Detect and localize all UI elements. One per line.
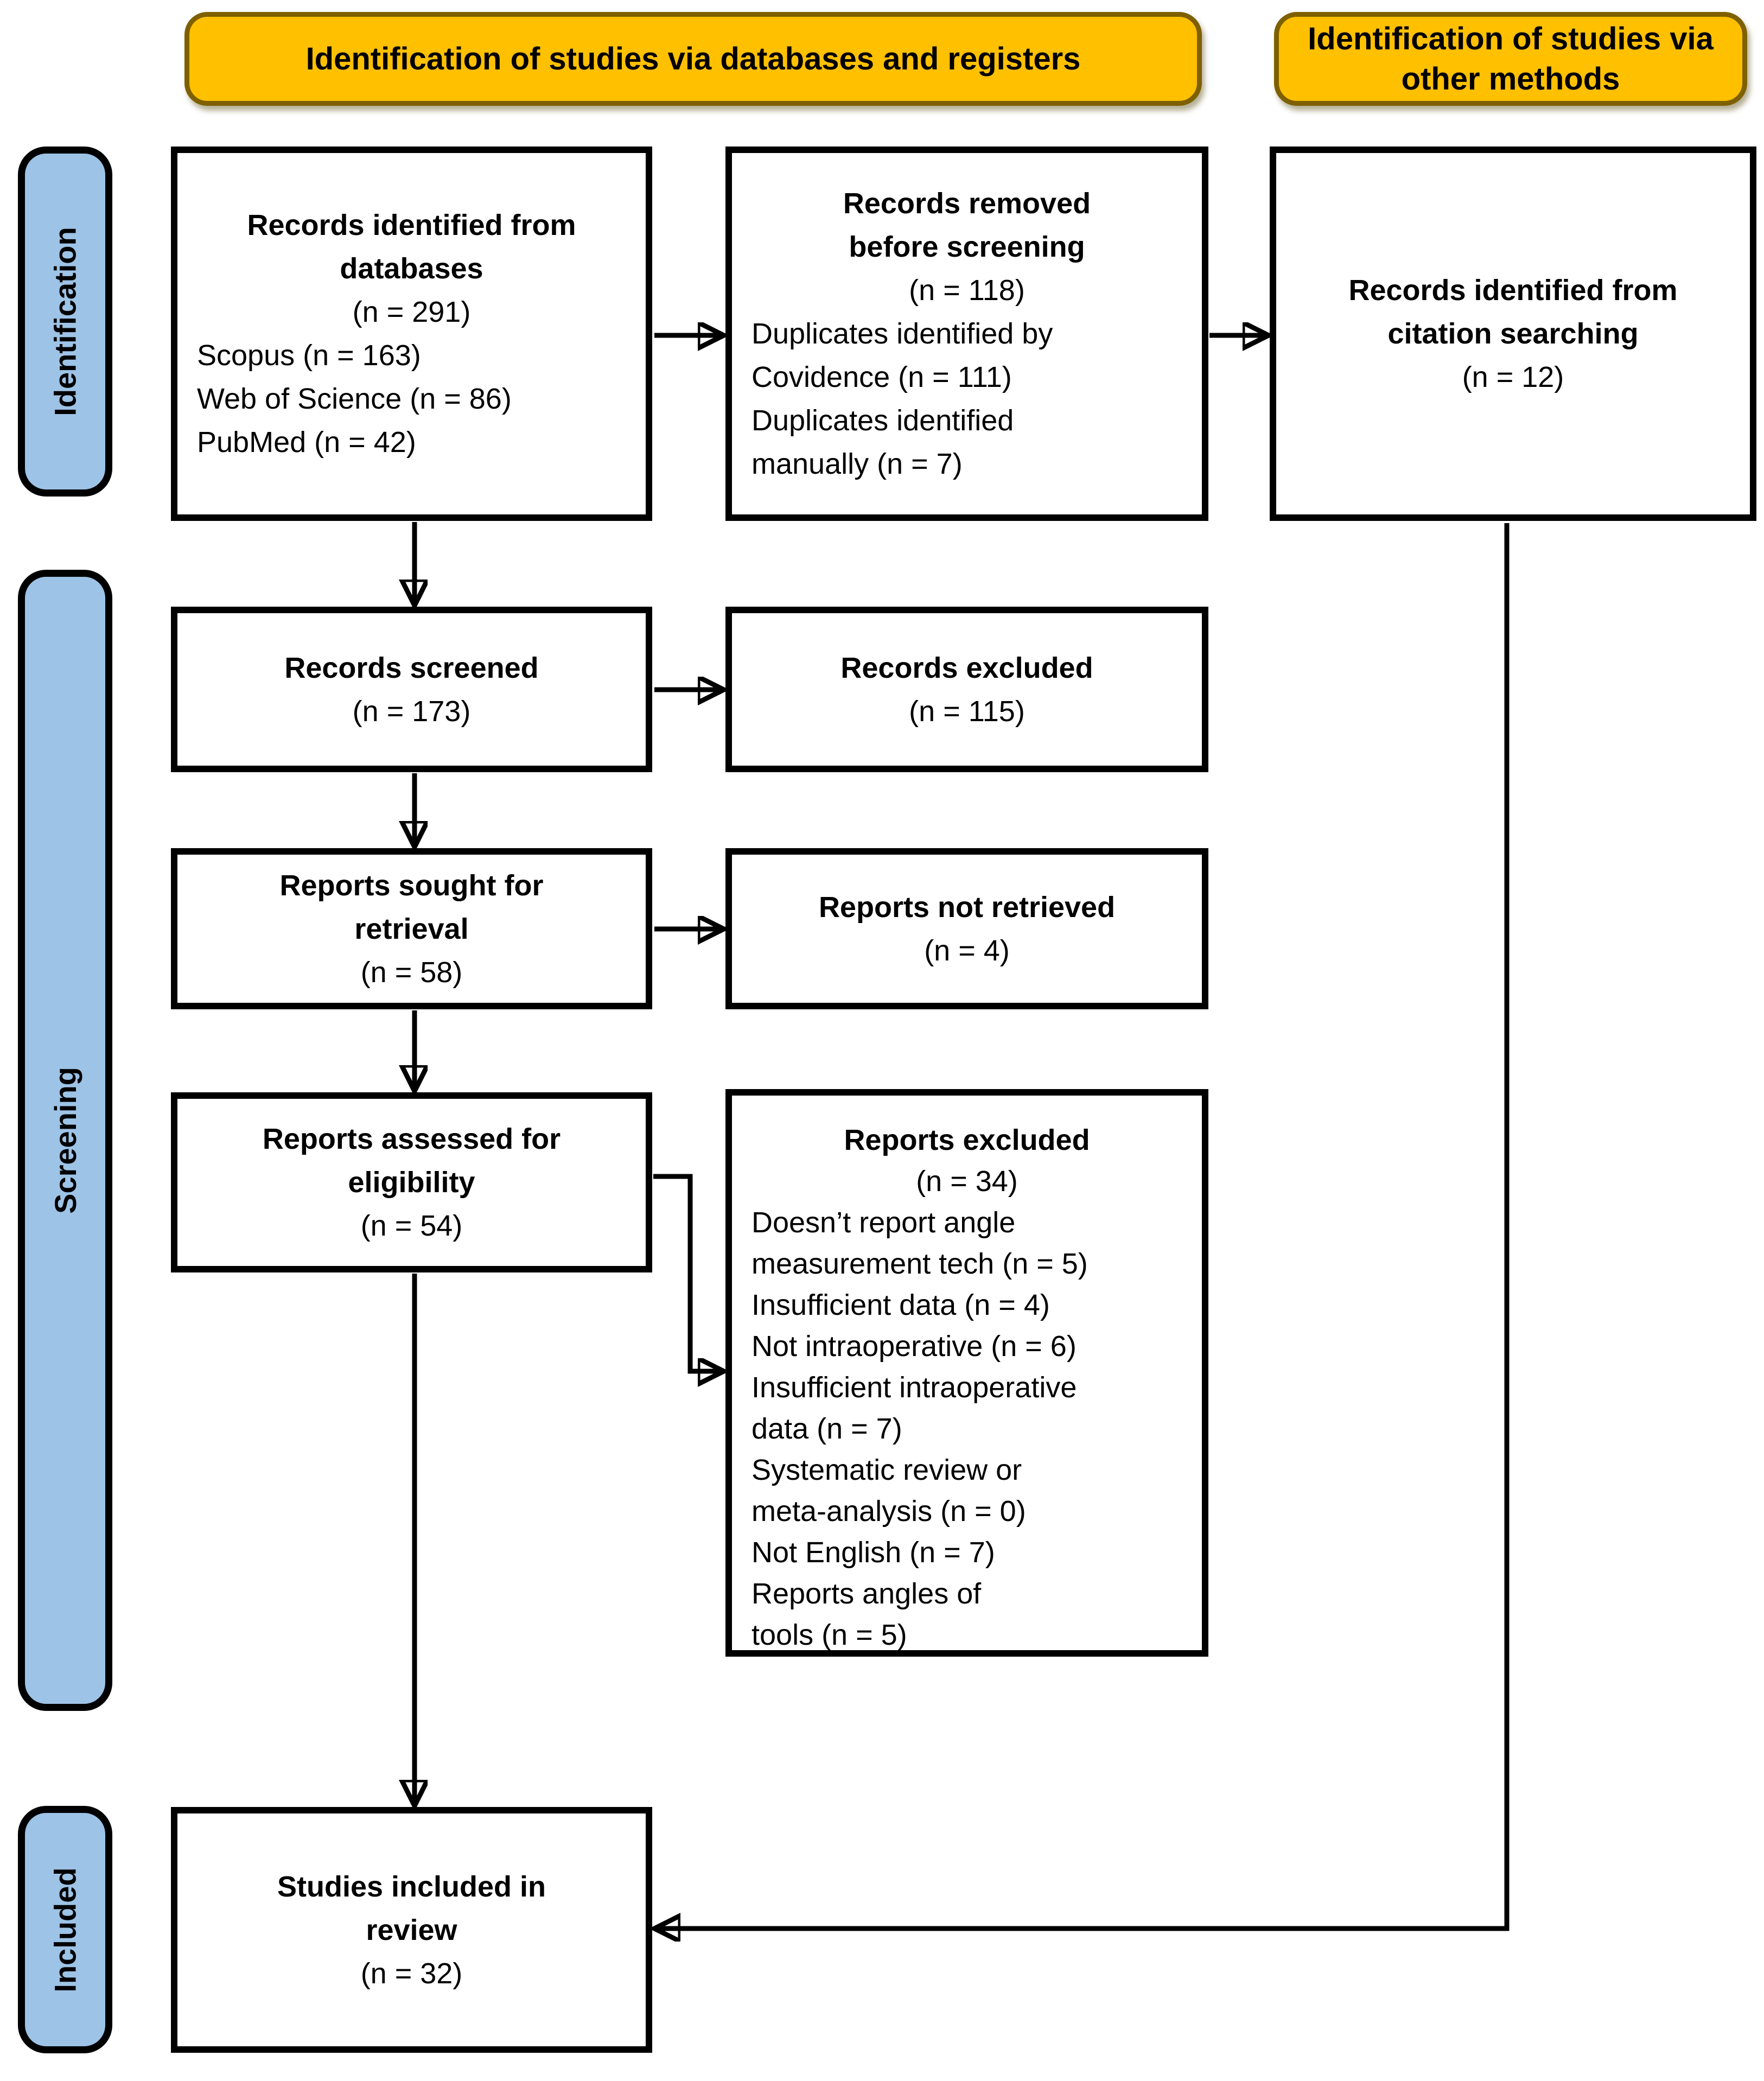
box-records-removed: Records removed before screening (n = 11…: [725, 147, 1208, 521]
box-count: (n = 58): [360, 956, 463, 989]
box-line: meta-analysis (n = 0): [752, 1495, 1026, 1528]
box-count: (n = 12): [1462, 361, 1564, 393]
box-count: (n = 54): [360, 1210, 463, 1242]
box-citation-searching: Records identified from citation searchi…: [1270, 147, 1756, 521]
box-line: Duplicates identified: [752, 404, 1014, 437]
band-identification-label: Identification: [48, 227, 82, 416]
box-count: (n = 291): [352, 296, 471, 328]
box-line: Reports assessed for: [262, 1123, 561, 1155]
band-included: Included: [18, 1806, 112, 2053]
box-studies-included: Studies included in review (n = 32): [171, 1807, 652, 2053]
box-line: databases: [340, 252, 483, 285]
box-count: (n = 115): [909, 695, 1025, 728]
box-line: Not English (n = 7): [752, 1536, 995, 1569]
box-count: (n = 32): [360, 1957, 463, 1990]
box-line: eligibility: [348, 1166, 475, 1199]
box-line: Systematic review or: [752, 1454, 1022, 1486]
box-line: Records removed: [843, 187, 1091, 220]
box-line: Studies included in: [277, 1870, 546, 1903]
box-line: Not intraoperative (n = 6): [752, 1330, 1077, 1363]
box-line: Doesn’t report angle: [752, 1206, 1016, 1239]
box-line: citation searching: [1387, 317, 1639, 350]
box-line: PubMed (n = 42): [197, 426, 416, 459]
box-line: Records identified from: [1348, 274, 1678, 307]
box-line: data (n = 7): [752, 1412, 902, 1445]
box-records-identified: Records identified from databases (n = 2…: [171, 147, 652, 521]
box-line: measurement tech (n = 5): [752, 1248, 1088, 1280]
box-line: Records identified from: [247, 209, 576, 241]
box-line: tools (n = 5): [752, 1619, 907, 1651]
box-line: Covidence (n = 111): [752, 361, 1012, 393]
band-screening: Screening: [18, 570, 112, 1711]
box-line: Records screened: [284, 651, 539, 684]
box-line: Insufficient intraoperative: [752, 1371, 1077, 1404]
box-line: manually (n = 7): [752, 448, 963, 480]
box-line: Insufficient data (n = 4): [752, 1289, 1050, 1321]
header-databases-registers-label: Identification of studies via databases …: [305, 41, 1081, 77]
header-databases-registers: Identification of studies via databases …: [184, 12, 1202, 106]
box-reports-not-retrieved: Reports not retrieved (n = 4): [725, 848, 1208, 1009]
arrow-assessed-to-reports-excluded: [653, 1174, 722, 1371]
box-count: (n = 34): [916, 1165, 1018, 1198]
box-line: Reports angles of: [752, 1577, 982, 1610]
box-line: retrieval: [354, 912, 469, 945]
box-line: before screening: [849, 231, 1085, 263]
header-other-methods: Identification of studies via other meth…: [1274, 12, 1747, 106]
box-reports-sought: Reports sought for retrieval (n = 58): [171, 848, 652, 1009]
box-line: review: [366, 1913, 457, 1946]
box-reports-excluded: Reports excluded (n = 34) Doesn’t report…: [725, 1089, 1208, 1657]
box-line: Reports sought for: [279, 869, 544, 902]
box-line: Records excluded: [840, 651, 1093, 684]
header-other-methods-label: Identification of studies via other meth…: [1308, 21, 1714, 97]
band-screening-label: Screening: [48, 1067, 82, 1214]
box-count: (n = 4): [924, 934, 1010, 967]
box-line: Duplicates identified by: [752, 317, 1053, 350]
band-identification: Identification: [18, 147, 112, 497]
band-included-label: Included: [48, 1867, 82, 1993]
box-line: Reports excluded: [844, 1124, 1090, 1156]
box-line: Reports not retrieved: [818, 890, 1116, 924]
box-count: (n = 173): [352, 695, 471, 728]
box-line: Web of Science (n = 86): [197, 383, 512, 415]
box-reports-assessed: Reports assessed for eligibility (n = 54…: [171, 1092, 652, 1272]
box-line: Scopus (n = 163): [197, 339, 421, 372]
box-count: (n = 118): [909, 274, 1025, 307]
box-records-excluded: Records excluded (n = 115): [725, 607, 1208, 772]
box-records-screened: Records screened (n = 173): [171, 607, 652, 772]
